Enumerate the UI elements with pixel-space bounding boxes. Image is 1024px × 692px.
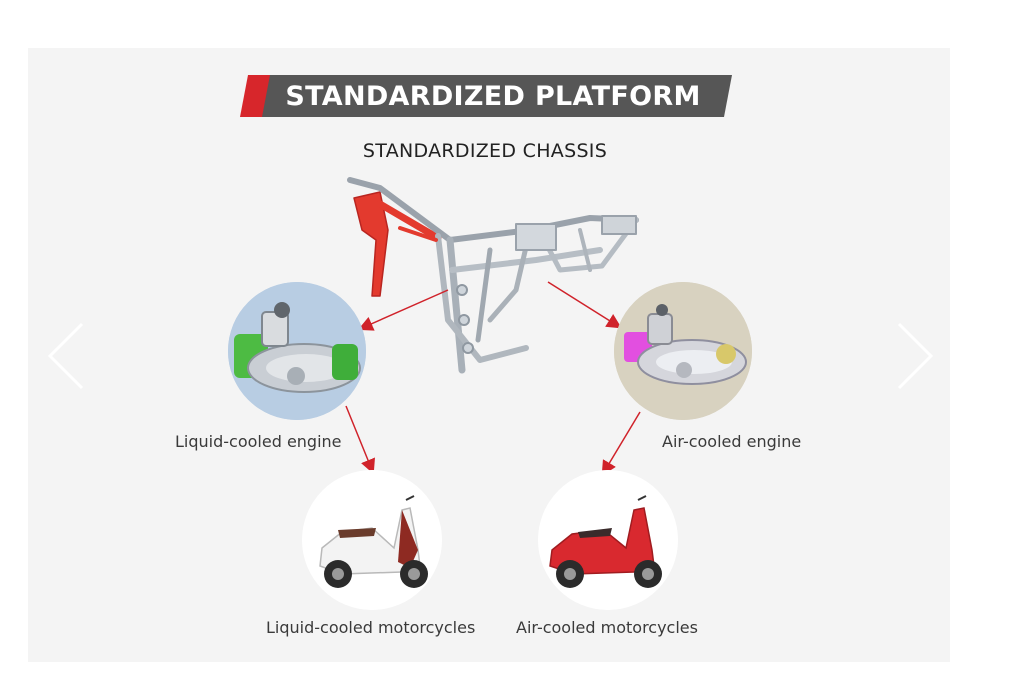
- label-air-moto: Air-cooled motorcycles: [516, 618, 698, 637]
- chevron-right-icon[interactable]: [895, 320, 937, 392]
- label-liquid-moto: Liquid-cooled motorcycles: [266, 618, 476, 637]
- air-engine-image: [614, 282, 752, 420]
- liquid-motorcycle-image: [302, 470, 442, 610]
- label-liquid-engine: Liquid-cooled engine: [175, 432, 342, 451]
- subtitle-chassis: STANDARDIZED CHASSIS: [362, 140, 608, 162]
- liquid-engine-image: [228, 282, 366, 420]
- label-air-engine: Air-cooled engine: [662, 432, 802, 451]
- chassis-image: [340, 170, 650, 380]
- banner-title: STANDARDIZED PLATFORM: [285, 81, 701, 112]
- platform-banner: STANDARDIZED PLATFORM: [240, 75, 732, 117]
- air-motorcycle-image: [538, 470, 678, 610]
- chevron-left-icon[interactable]: [44, 320, 86, 392]
